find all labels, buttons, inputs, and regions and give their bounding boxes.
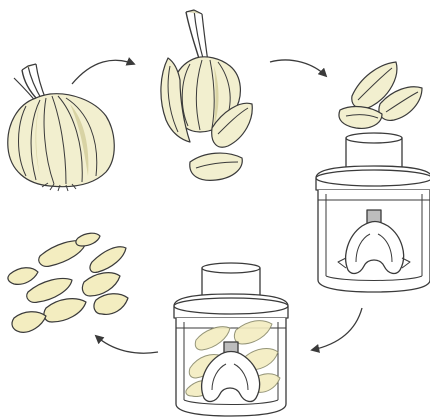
chopper-with-cloves (174, 263, 288, 416)
curved-arrow-icon (270, 60, 326, 76)
curved-arrow-icon (96, 336, 158, 353)
bulb-split-into-cloves (161, 10, 252, 180)
loose-cloves (339, 62, 422, 128)
curved-arrow-icon (72, 60, 134, 84)
sliced-garlic (8, 233, 128, 332)
empty-food-chopper (316, 133, 430, 292)
whole-garlic-bulb (8, 64, 114, 191)
curved-arrow-icon (312, 308, 362, 350)
